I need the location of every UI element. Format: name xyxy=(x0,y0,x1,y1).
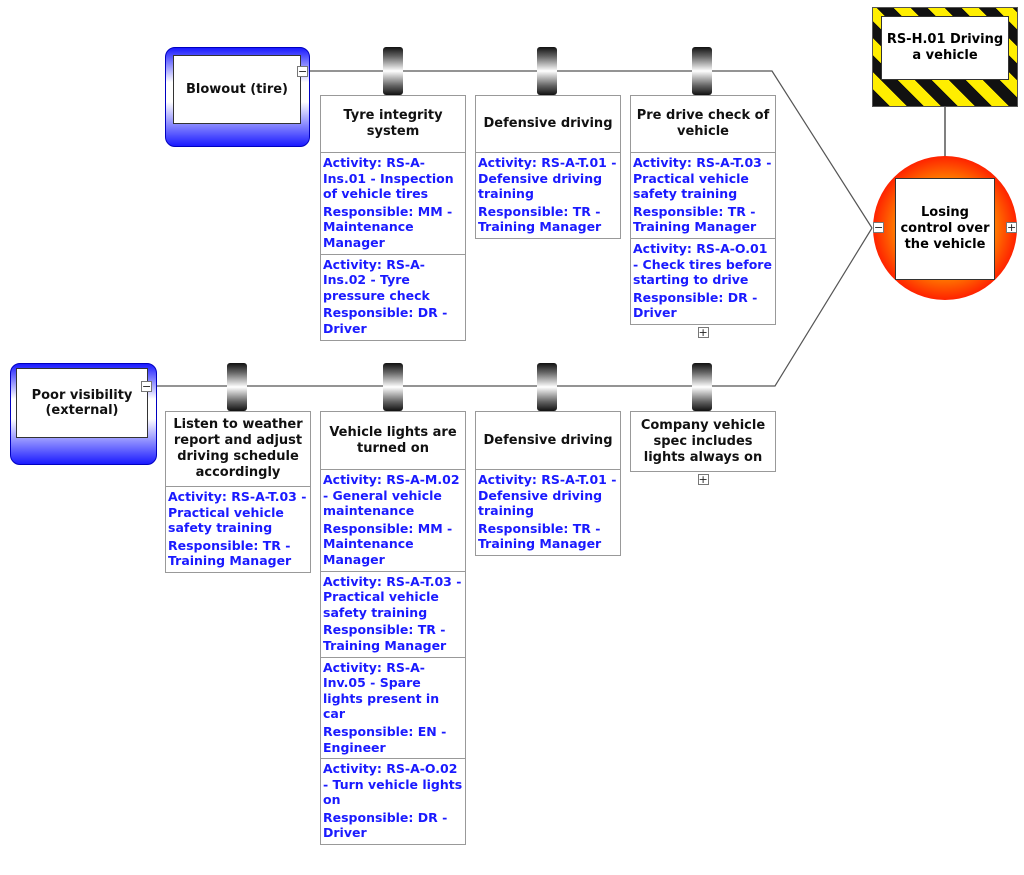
barrier-ring-icon xyxy=(537,47,557,95)
responsible-text: Responsible: TR - Training Manager xyxy=(478,520,602,552)
activity-item[interactable]: Activity: RS-A-T.03 - Practical vehicle … xyxy=(320,571,466,658)
threat-label: Blowout (tire) xyxy=(173,55,301,124)
responsible-text: Responsible: TR - Training Manager xyxy=(323,622,447,653)
barrier-expand-button[interactable]: + xyxy=(697,325,709,339)
responsible-text: Responsible: DR - Driver xyxy=(323,305,448,336)
activity-item[interactable]: Activity: RS-A-Ins.02 - Tyre pressure ch… xyxy=(320,254,466,341)
top-event-expand-button[interactable]: + xyxy=(1006,221,1017,234)
barrier-ring-icon xyxy=(537,363,557,411)
barrier-ring-icon xyxy=(383,363,403,411)
threat-line-blowout xyxy=(308,70,873,229)
activity-item[interactable]: Activity: RS-A-M.02 - General vehicle ma… xyxy=(320,470,466,572)
barrier-title: Vehicle lights are turned on xyxy=(320,411,466,470)
barrier-ring-icon xyxy=(383,47,403,95)
activity-text: Activity: RS-A-T.03 - Practical vehicle … xyxy=(323,573,462,620)
activity-item[interactable]: Activity: RS-A-T.03 - Practical vehicle … xyxy=(630,153,776,239)
barrier[interactable]: Listen to weather report and adjust driv… xyxy=(165,411,311,573)
responsible-text: Responsible: TR - Training Manager xyxy=(633,203,757,235)
activity-text: Activity: RS-A-O.02 - Turn vehicle light… xyxy=(323,761,463,808)
top-event-label: Losing control over the vehicle xyxy=(895,178,995,280)
hazard-label: RS-H.01 Driving a vehicle xyxy=(881,16,1009,80)
activity-text: Activity: RS-A-T.03 - Practical vehicle … xyxy=(633,155,772,202)
activity-text: Activity: RS-A-M.02 - General vehicle ma… xyxy=(323,472,460,519)
barrier-title: Defensive driving xyxy=(475,95,621,153)
activity-item[interactable]: Activity: RS-A-Inv.05 - Spare lights pre… xyxy=(320,657,466,760)
responsible-text: Responsible: MM - Maintenance Manager xyxy=(323,520,453,567)
activity-text: Activity: RS-A-T.01 - Defensive driving … xyxy=(478,472,617,519)
responsible-text: Responsible: MM - Maintenance Manager xyxy=(323,203,453,250)
barrier-ring-icon xyxy=(692,47,712,95)
activity-item[interactable]: Activity: RS-A-T.01 - Defensive driving … xyxy=(475,153,621,239)
activity-text: Activity: RS-A-Inv.05 - Spare lights pre… xyxy=(323,659,440,722)
activity-text: Activity: RS-A-Ins.02 - Tyre pressure ch… xyxy=(323,256,430,303)
activity-text: Activity: RS-A-O.01 - Check tires before… xyxy=(633,240,772,288)
activity-text: Activity: RS-A-T.03 - Practical vehicle … xyxy=(168,489,307,536)
barrier-title: Tyre integrity system xyxy=(320,95,466,153)
barrier[interactable]: Company vehicle spec includes lights alw… xyxy=(630,411,776,485)
activity-text: Activity: RS-A-Ins.01 - Inspection of ve… xyxy=(323,155,454,202)
threat-label: Poor visibility (external) xyxy=(16,368,148,438)
responsible-text: Responsible: TR - Training Manager xyxy=(478,203,602,235)
responsible-text: Responsible: DR - Driver xyxy=(323,809,448,841)
activity-item[interactable]: Activity: RS-A-O.01 - Check tires before… xyxy=(630,238,776,325)
top-event-collapse-button[interactable]: − xyxy=(873,221,884,234)
barrier-ring-icon xyxy=(692,363,712,411)
threat-line-poor-visibility xyxy=(155,227,873,387)
barrier-title: Company vehicle spec includes lights alw… xyxy=(630,411,776,472)
barrier-expand-button[interactable]: + xyxy=(697,473,709,486)
barrier-title: Listen to weather report and adjust driv… xyxy=(165,411,311,487)
responsible-text: Responsible: TR - Training Manager xyxy=(168,537,292,569)
barrier-title: Defensive driving xyxy=(475,411,621,470)
activity-item[interactable]: Activity: RS-A-O.02 - Turn vehicle light… xyxy=(320,759,466,846)
activity-text: Activity: RS-A-T.01 - Defensive driving … xyxy=(478,155,617,202)
activity-item[interactable]: Activity: RS-A-T.01 - Defensive driving … xyxy=(475,470,621,556)
threat-collapse-button[interactable]: − xyxy=(141,380,152,393)
hazard-box[interactable]: RS-H.01 Driving a vehicle xyxy=(872,7,1018,107)
responsible-text: Responsible: EN - Engineer xyxy=(323,723,447,755)
activity-item[interactable]: Activity: RS-A-Ins.01 - Inspection of ve… xyxy=(320,153,466,255)
barrier-ring-icon xyxy=(227,363,247,411)
activity-item[interactable]: Activity: RS-A-T.03 - Practical vehicle … xyxy=(165,487,311,573)
threat-collapse-button[interactable]: − xyxy=(297,65,308,78)
responsible-text: Responsible: DR - Driver xyxy=(633,289,758,321)
barrier-title: Pre drive check of vehicle xyxy=(630,95,776,153)
